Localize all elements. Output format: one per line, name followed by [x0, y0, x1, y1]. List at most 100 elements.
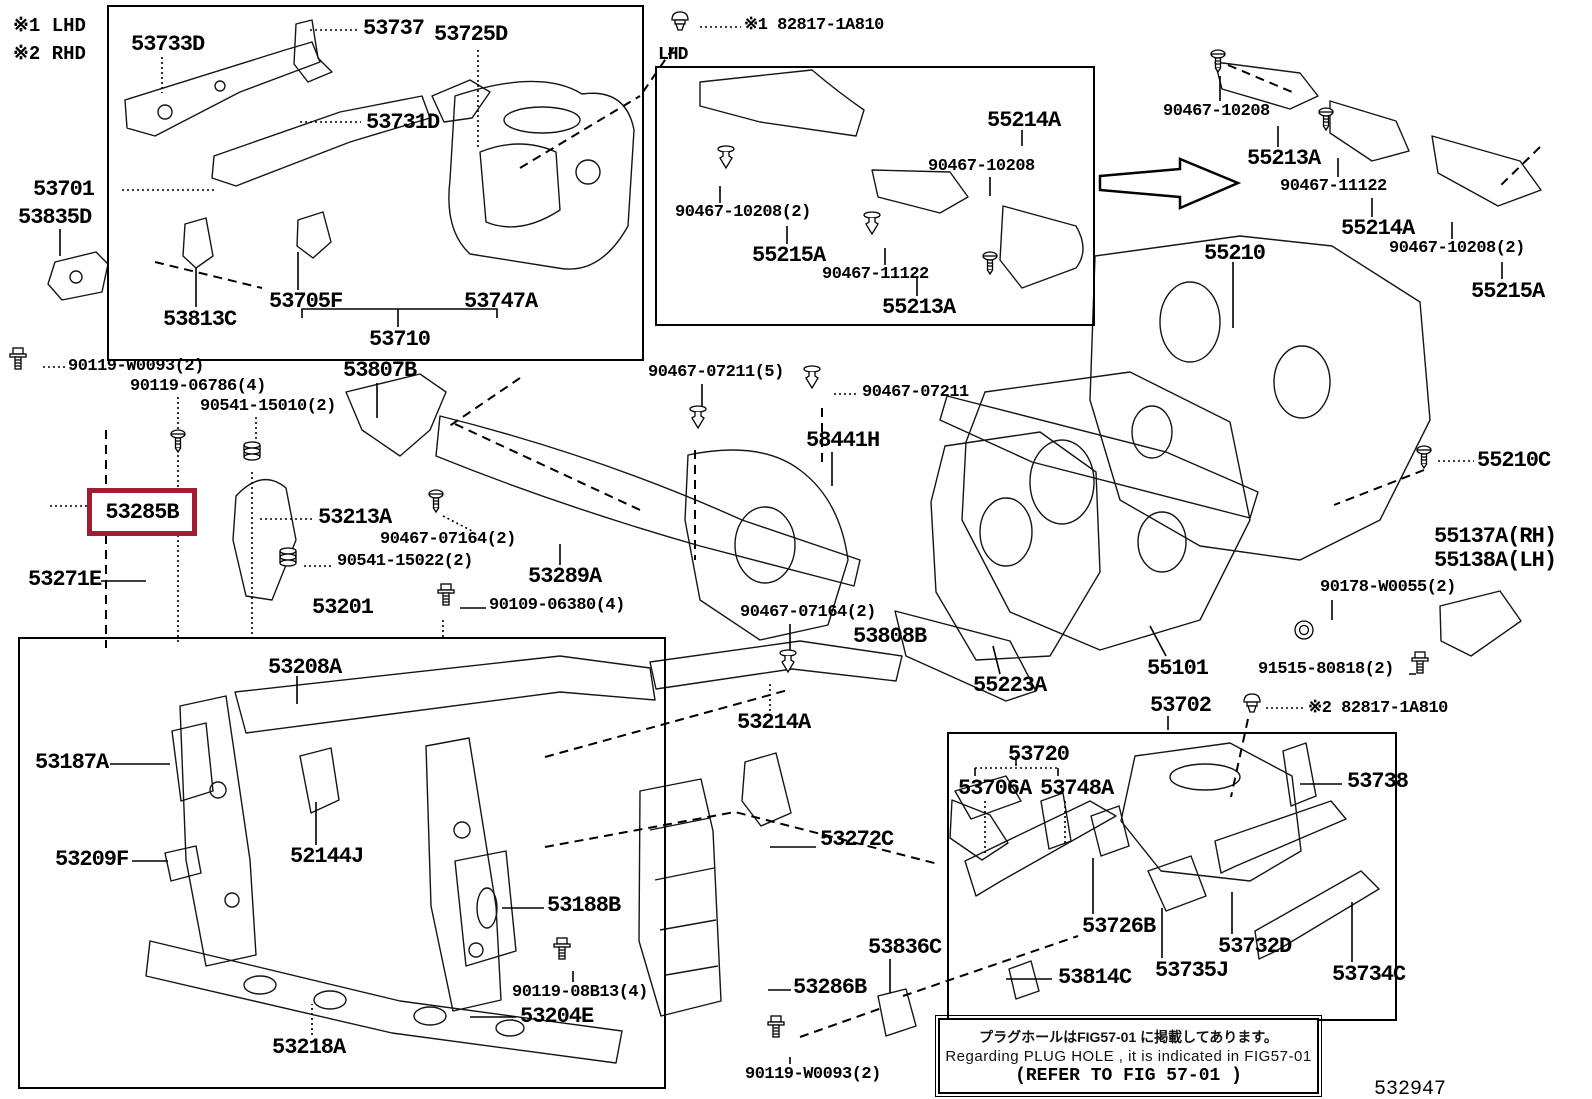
part-label-53188B[interactable]: 53188B	[547, 893, 621, 918]
fastener-label-90467071642[interactable]: 90467-07164(2)	[740, 603, 876, 622]
gstack-icon	[279, 547, 297, 567]
direction-arrow	[1098, 157, 1242, 210]
part-label-53836C[interactable]: 53836C	[868, 935, 942, 960]
highlighted-part-number[interactable]: 53285B	[105, 499, 179, 525]
part-label-53187A[interactable]: 53187A	[35, 750, 109, 775]
fastener-label-90467102082[interactable]: 90467-10208(2)	[675, 203, 811, 222]
fastener-label-91515808182[interactable]: 91515-80818(2)	[1258, 660, 1394, 679]
bolt-icon	[767, 1015, 785, 1038]
fastener-label-90119067864[interactable]: 90119-06786(4)	[130, 377, 266, 396]
fastener-label-9046710208[interactable]: 90467-10208	[928, 157, 1035, 176]
part-sketches	[47, 19, 1542, 1064]
part-label-53734C[interactable]: 53734C	[1332, 962, 1406, 987]
part-label-53733D[interactable]: 53733D	[131, 32, 205, 57]
screw-icon	[1416, 445, 1432, 469]
figure-number: 532947	[1374, 1078, 1447, 1099]
fastener-label-9046710208[interactable]: 90467-10208	[1163, 102, 1270, 121]
grommet-icon	[1294, 620, 1314, 640]
part-label-53808B[interactable]: 53808B	[853, 624, 927, 649]
part-label-55215A[interactable]: 55215A	[1471, 279, 1545, 304]
part-label-53732D[interactable]: 53732D	[1218, 934, 1292, 959]
part-label-53710[interactable]: 53710	[369, 327, 431, 352]
fastener-label-1828171A810[interactable]: ※1 82817-1A810	[744, 16, 884, 35]
part-label-58441H[interactable]: 58441H	[806, 428, 880, 453]
part-label-53208A[interactable]: 53208A	[268, 655, 342, 680]
part-label-53272C[interactable]: 53272C	[820, 827, 894, 852]
part-label-55213A[interactable]: 55213A	[882, 295, 956, 320]
fastener-label-9046711122[interactable]: 90467-11122	[1280, 177, 1387, 196]
screw-icon	[1318, 107, 1334, 131]
part-label-LHD: LHD	[658, 45, 688, 65]
part-label-53706A[interactable]: 53706A	[958, 776, 1032, 801]
plug-icon	[1243, 693, 1261, 713]
part-label-53701[interactable]: 53701	[33, 177, 95, 202]
part-label-53214A[interactable]: 53214A	[737, 710, 811, 735]
part-label-53725D[interactable]: 53725D	[434, 22, 508, 47]
note-line-refer: (REFER TO FIG 57-01 )	[1015, 1065, 1242, 1086]
note-line-english: Regarding PLUG HOLE , it is indicated in…	[945, 1047, 1312, 1065]
screw-icon	[170, 429, 186, 453]
part-label-53726B[interactable]: 53726B	[1082, 914, 1156, 939]
part-label-53286B[interactable]: 53286B	[793, 975, 867, 1000]
part-label-53748A[interactable]: 53748A	[1040, 776, 1114, 801]
fastener-label-9046707211[interactable]: 90467-07211	[862, 383, 969, 402]
fastener-label-9046711122[interactable]: 90467-11122	[822, 265, 929, 284]
part-label-53702[interactable]: 53702	[1150, 693, 1212, 718]
part-label-53738[interactable]: 53738	[1347, 769, 1409, 794]
fastener-label-90178W00552[interactable]: 90178-W0055(2)	[1320, 578, 1456, 597]
part-label-55214A[interactable]: 55214A	[1341, 216, 1415, 241]
part-label-53705F[interactable]: 53705F	[269, 289, 343, 314]
front-fender-apron-box	[107, 5, 644, 361]
radiator-support-box	[18, 637, 666, 1089]
legend-lhd: ※1 LHD	[13, 15, 86, 37]
part-label-53735J[interactable]: 53735J	[1155, 958, 1229, 983]
highlighted-part-box[interactable]: 53285B	[87, 488, 197, 536]
part-label-52144J[interactable]: 52144J	[290, 844, 364, 869]
part-label-55138ALH[interactable]: 55138A(LH)	[1434, 548, 1557, 573]
part-label-53209F[interactable]: 53209F	[55, 847, 129, 872]
fastener-label-90119W00932[interactable]: 90119-W0093(2)	[745, 1065, 881, 1084]
part-label-53737[interactable]: 53737	[363, 16, 425, 41]
bolt-icon	[9, 347, 27, 370]
part-label-55137ARH[interactable]: 55137A(RH)	[1434, 524, 1557, 549]
gstack-icon	[243, 441, 261, 461]
part-label-53747A[interactable]: 53747A	[464, 289, 538, 314]
fastener-label-90109063804[interactable]: 90109-06380(4)	[489, 596, 625, 615]
part-label-53218A[interactable]: 53218A	[272, 1035, 346, 1060]
part-label-53731D[interactable]: 53731D	[366, 110, 440, 135]
part-label-53289A[interactable]: 53289A	[528, 564, 602, 589]
fastener-label-90467072115[interactable]: 90467-07211(5)	[648, 363, 784, 382]
leader-lines-dotted	[43, 26, 1474, 1035]
screw-icon	[1210, 49, 1226, 73]
drive-type-legend: ※1 LHD※2 RHD	[13, 12, 86, 68]
part-label-55210[interactable]: 55210	[1204, 241, 1266, 266]
part-label-53814C[interactable]: 53814C	[1058, 965, 1132, 990]
fastener-label-90541150222[interactable]: 90541-15022(2)	[337, 552, 473, 571]
note-line-japanese: プラグホールはFIG57-01 に掲載してあります。	[979, 1028, 1278, 1045]
clip-icon	[689, 405, 707, 429]
fastener-label-90467071642[interactable]: 90467-07164(2)	[380, 530, 516, 549]
part-label-53835D[interactable]: 53835D	[18, 205, 92, 230]
part-label-55215A[interactable]: 55215A	[752, 243, 826, 268]
clip-icon	[803, 365, 821, 389]
part-label-53201[interactable]: 53201	[312, 595, 374, 620]
part-label-55210C[interactable]: 55210C	[1477, 448, 1551, 473]
part-label-53720[interactable]: 53720	[1008, 742, 1070, 767]
part-label-55214A[interactable]: 55214A	[987, 108, 1061, 133]
fastener-label-2828171A810[interactable]: ※2 82817-1A810	[1308, 699, 1448, 718]
plug-icon	[671, 11, 689, 31]
part-label-53807B[interactable]: 53807B	[343, 358, 417, 383]
part-label-55223A[interactable]: 55223A	[973, 673, 1047, 698]
lhd-cowl-side-box	[655, 66, 1095, 326]
part-label-55101[interactable]: 55101	[1147, 656, 1209, 681]
part-label-53813C[interactable]: 53813C	[163, 307, 237, 332]
part-label-53213A[interactable]: 53213A	[318, 505, 392, 530]
fastener-label-90467102082[interactable]: 90467-10208(2)	[1389, 239, 1525, 258]
fastener-label-9011908B134[interactable]: 90119-08B13(4)	[512, 983, 648, 1002]
part-label-53271E[interactable]: 53271E	[28, 567, 102, 592]
bolt-icon	[437, 583, 455, 606]
part-label-53204E[interactable]: 53204E	[520, 1004, 594, 1029]
part-label-55213A[interactable]: 55213A	[1247, 146, 1321, 171]
fastener-label-90541150102[interactable]: 90541-15010(2)	[200, 397, 336, 416]
fastener-label-90119W00932[interactable]: 90119-W0093(2)	[68, 357, 204, 376]
